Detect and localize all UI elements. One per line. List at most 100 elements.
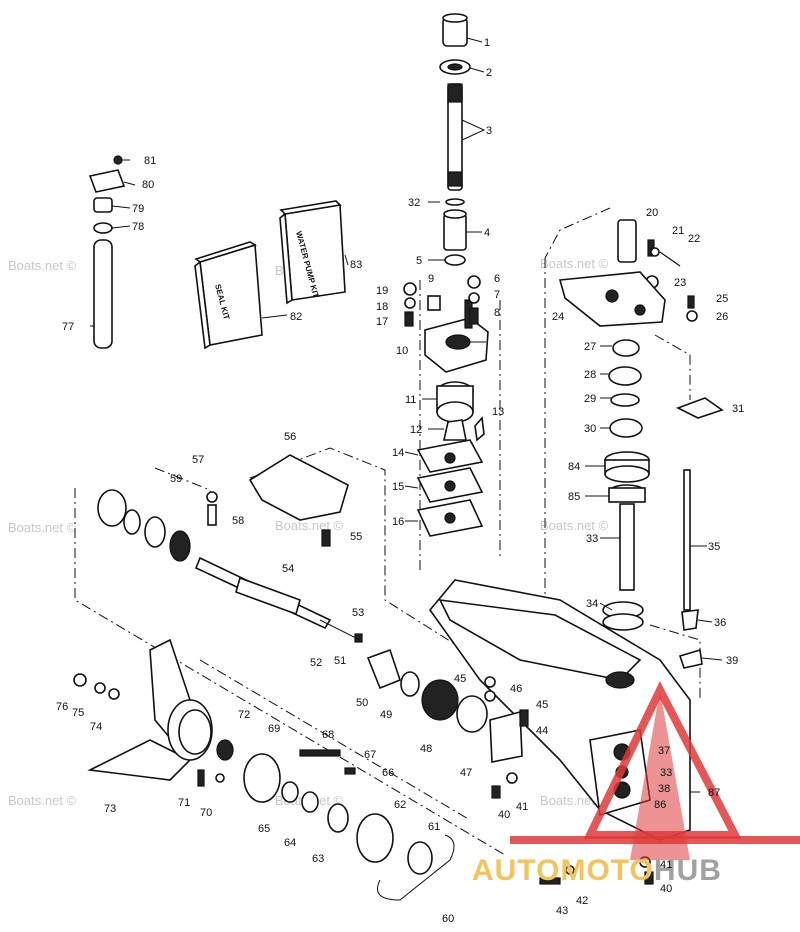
propshaft-assembly (97, 489, 363, 643)
part-label: 20 (646, 207, 658, 219)
part-label: 29 (584, 393, 596, 405)
part-label: 87 (708, 787, 720, 799)
part-label: 58 (232, 515, 244, 527)
part-label: 82 (290, 311, 302, 323)
part-label: 6 (494, 273, 500, 285)
part-label: 50 (356, 697, 368, 709)
part-label: 47 (460, 767, 472, 779)
part-label: 31 (732, 403, 744, 415)
part-label: 11 (405, 394, 416, 406)
watermark: Boats.net © (8, 793, 77, 808)
part-label: 51 (334, 655, 346, 667)
part-label: 73 (104, 803, 116, 815)
part-label: 37 (658, 745, 670, 757)
part-label: 65 (258, 823, 270, 835)
tube-assembly (88, 155, 126, 349)
seal-kit-box: SEAL KIT (194, 241, 263, 350)
watermark: Boats.net © (275, 518, 344, 533)
part-label: 61 (428, 821, 440, 833)
part-label: 78 (132, 221, 144, 233)
part-label: 75 (72, 707, 84, 719)
part-label: 48 (420, 743, 432, 755)
driveshaft-right (602, 451, 703, 669)
part-label: 56 (284, 431, 296, 443)
watermark: Boats.net © (540, 256, 609, 271)
part-label: 40 (660, 883, 672, 895)
part-label: 54 (282, 563, 294, 575)
part-label: 35 (708, 541, 720, 553)
watermark: Boats.net © (8, 520, 77, 535)
part-label: 28 (584, 369, 596, 381)
part-label: 55 (350, 531, 362, 543)
part-label: 5 (416, 255, 422, 267)
part-label: 18 (376, 301, 388, 313)
part-label: 77 (62, 321, 74, 333)
part-label: 12 (410, 424, 422, 436)
part-label: 1 (484, 37, 490, 49)
propeller-assembly (73, 638, 455, 901)
gear-set (366, 648, 529, 799)
part-label: 45 (454, 673, 466, 685)
driveshaft-column (403, 13, 489, 537)
part-label: 33 (586, 533, 598, 545)
water-pump-kit-box: WATER PUMP KIT (279, 200, 346, 305)
part-label: 67 (364, 749, 376, 761)
part-label: 14 (392, 447, 404, 459)
part-label: 76 (56, 701, 68, 713)
part-label: 24 (552, 311, 564, 323)
part-label: 8 (494, 307, 500, 319)
part-label: 32 (408, 197, 420, 209)
part-label: 33 (660, 767, 672, 779)
part-label: 43 (556, 905, 568, 917)
part-label: 25 (716, 293, 728, 305)
part-label: 41 (660, 859, 672, 871)
part-label: 26 (716, 311, 728, 323)
part-label: 34 (586, 598, 598, 610)
part-label: 40 (498, 809, 510, 821)
watermarks: Boats.net © Boats.net © Boats.net © Boat… (8, 256, 609, 808)
part-label: 64 (284, 837, 296, 849)
part-label: 66 (382, 767, 394, 779)
part-label: 10 (396, 345, 408, 357)
part-label: 23 (674, 277, 686, 289)
part-label: 60 (442, 913, 454, 925)
part-label: 68 (322, 729, 334, 741)
svg-text:AUTOMOTOHUB: AUTOMOTOHUB (472, 854, 722, 887)
part-label: 59 (170, 473, 182, 485)
part-label: 57 (192, 454, 204, 466)
part-label: 41 (516, 801, 528, 813)
part-label: 9 (428, 273, 434, 285)
part-label: 44 (536, 725, 548, 737)
part-label: 38 (658, 783, 670, 795)
part-label: 79 (132, 203, 144, 215)
part-label: 52 (310, 657, 322, 669)
watermark: Boats.net © (540, 518, 609, 533)
part-label: 17 (376, 316, 388, 328)
part-label: 69 (268, 723, 280, 735)
part-label: 21 (672, 225, 684, 237)
part-labels: 1 2 3 4 5 6 7 8 9 10 11 12 13 14 15 16 1… (56, 37, 744, 925)
part-label: 80 (142, 179, 154, 191)
part-label: 63 (312, 853, 324, 865)
part-label: 85 (568, 491, 580, 503)
gearcase-housing (428, 579, 691, 841)
part-label: 84 (568, 461, 580, 473)
part-label: 72 (238, 709, 250, 721)
part-label: 46 (510, 683, 522, 695)
part-label: 49 (380, 709, 392, 721)
part-label: 36 (714, 617, 726, 629)
anode-plate (206, 454, 349, 547)
part-label: 19 (376, 285, 388, 297)
part-label: 15 (392, 481, 404, 493)
part-label: 39 (726, 655, 738, 667)
part-label: 22 (688, 233, 700, 245)
part-label: 71 (178, 797, 190, 809)
part-label: 13 (492, 406, 504, 418)
part-label: 53 (352, 607, 364, 619)
part-label: 16 (392, 516, 404, 528)
part-label: 86 (654, 799, 666, 811)
shift-assembly (558, 219, 724, 438)
logo-text-automoto: AUTOMOTO (472, 854, 654, 887)
part-label: 30 (584, 423, 596, 435)
part-label: 27 (584, 341, 596, 353)
